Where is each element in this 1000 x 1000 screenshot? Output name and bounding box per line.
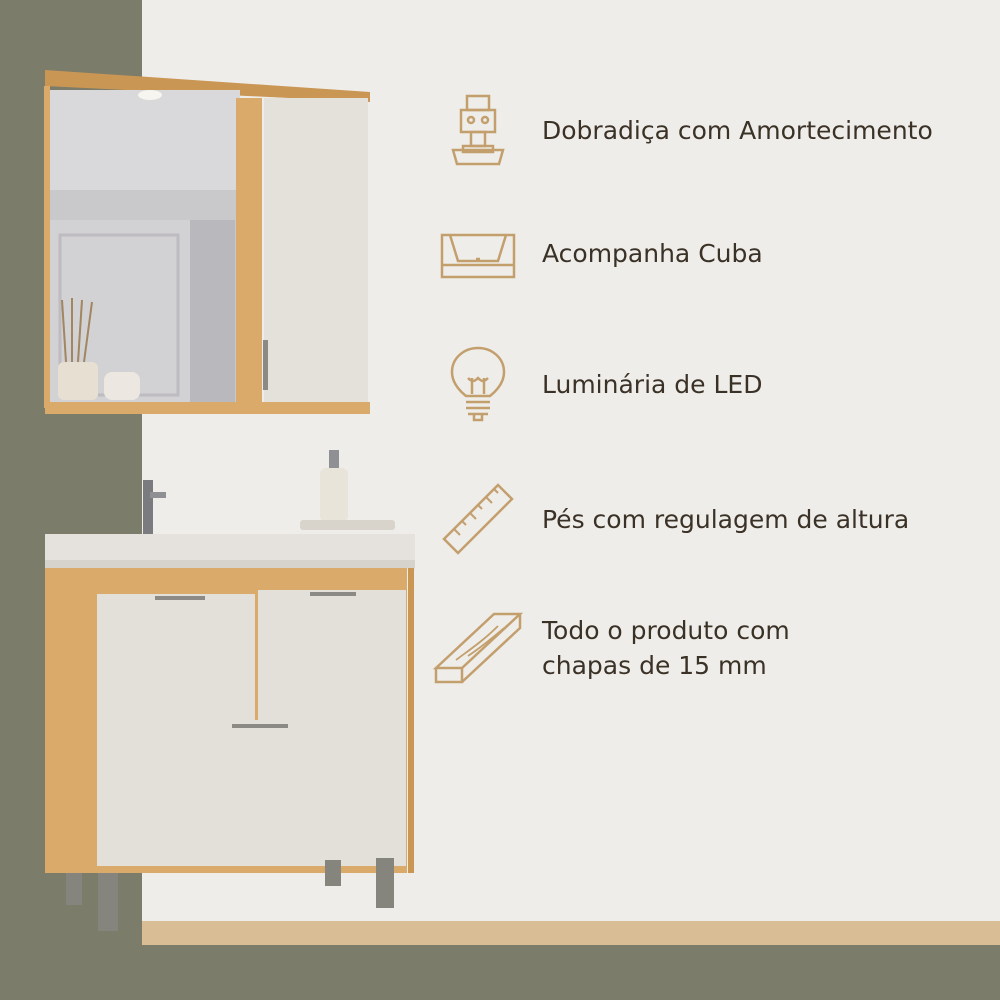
feature-item-board-thickness: Todo o produto com chapas de 15 mm: [430, 608, 990, 688]
ruler-icon: [430, 479, 526, 559]
feature-item-led: Luminária de LED: [430, 344, 990, 424]
floor: [142, 945, 1000, 1000]
feature-label: Dobradiça com Amortecimento: [542, 115, 933, 145]
feature-label: Acompanha Cuba: [542, 238, 763, 268]
feature-label: Todo o produto com chapas de 15 mm: [542, 616, 790, 680]
feature-item-leveling-feet: Pés com regulagem de altura: [430, 479, 990, 559]
feature-list: Dobradiça com Amortecimento Acompanha Cu…: [430, 80, 990, 720]
feature-item-hinge: Dobradiça com Amortecimento: [430, 90, 990, 170]
bathroom-furniture-image: [44, 70, 415, 931]
basin-icon: [430, 213, 526, 293]
feature-label: Luminária de LED: [542, 369, 763, 399]
feature-label: Pés com regulagem de altura: [542, 504, 910, 534]
mirror-cabinet: [44, 70, 370, 414]
hinge-icon: [430, 90, 526, 170]
floor-trim: [142, 921, 1000, 945]
wood-board-icon: [430, 608, 526, 688]
vanity-cabinet: [45, 450, 415, 931]
light-bulb-icon: [430, 344, 526, 424]
feature-item-basin: Acompanha Cuba: [430, 213, 990, 293]
